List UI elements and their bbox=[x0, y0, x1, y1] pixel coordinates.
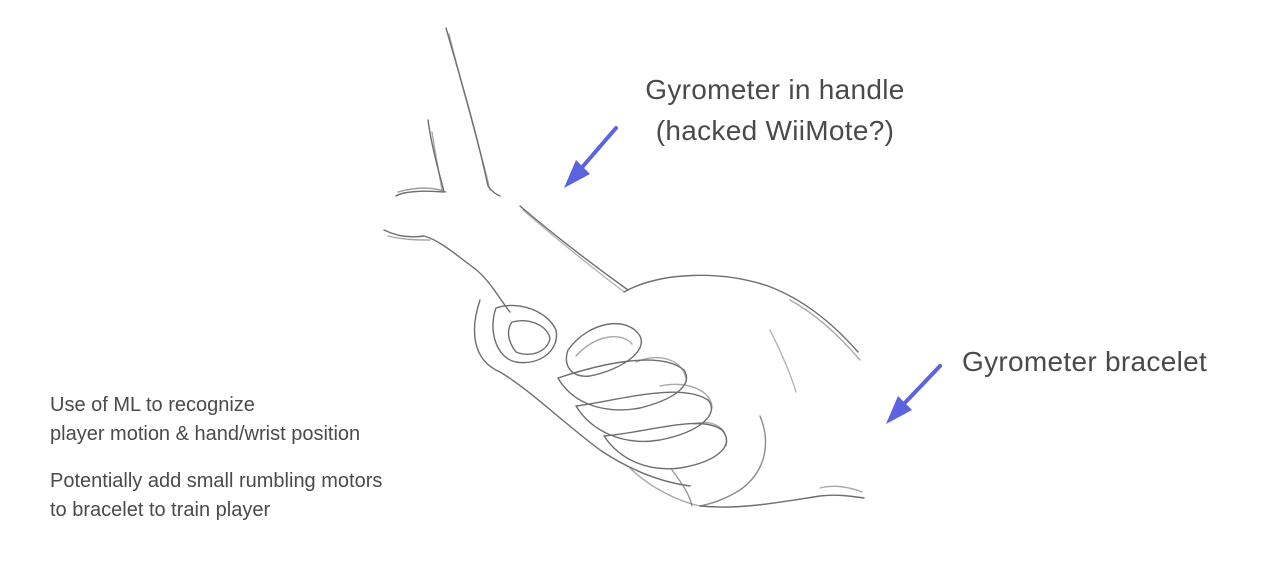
wrist-lower-edge bbox=[699, 494, 865, 508]
handle-annotation-line1: Gyrometer in handle bbox=[645, 74, 905, 105]
handle-annotation: Gyrometer in handle (hacked WiiMote?) bbox=[600, 70, 950, 151]
ml-note: Use of ML to recognize player motion & h… bbox=[50, 391, 382, 449]
motor-note-line2: to bracelet to train player bbox=[50, 499, 271, 521]
design-notes: Use of ML to recognize player motion & h… bbox=[50, 391, 382, 525]
bracelet-annotation: Gyrometer bracelet bbox=[962, 346, 1208, 377]
thumb-tip bbox=[492, 304, 558, 364]
claw-lower-tip bbox=[383, 229, 511, 313]
motor-note-line1: Potentially add small rumbling motors bbox=[50, 470, 383, 492]
motor-note: Potentially add small rumbling motors to… bbox=[50, 467, 382, 525]
index-finger bbox=[565, 322, 643, 377]
pinky-finger bbox=[603, 422, 728, 470]
middle-finger bbox=[557, 359, 687, 411]
handle-annotation-line2: (hacked WiiMote?) bbox=[655, 114, 895, 146]
ml-note-line2: player motion & hand/wrist position bbox=[50, 423, 361, 445]
handle-upper-edge bbox=[519, 205, 629, 291]
palm-outline bbox=[473, 299, 691, 487]
ml-note-line1: Use of ML to recognize bbox=[50, 394, 255, 416]
hand-back-edge bbox=[623, 274, 859, 353]
